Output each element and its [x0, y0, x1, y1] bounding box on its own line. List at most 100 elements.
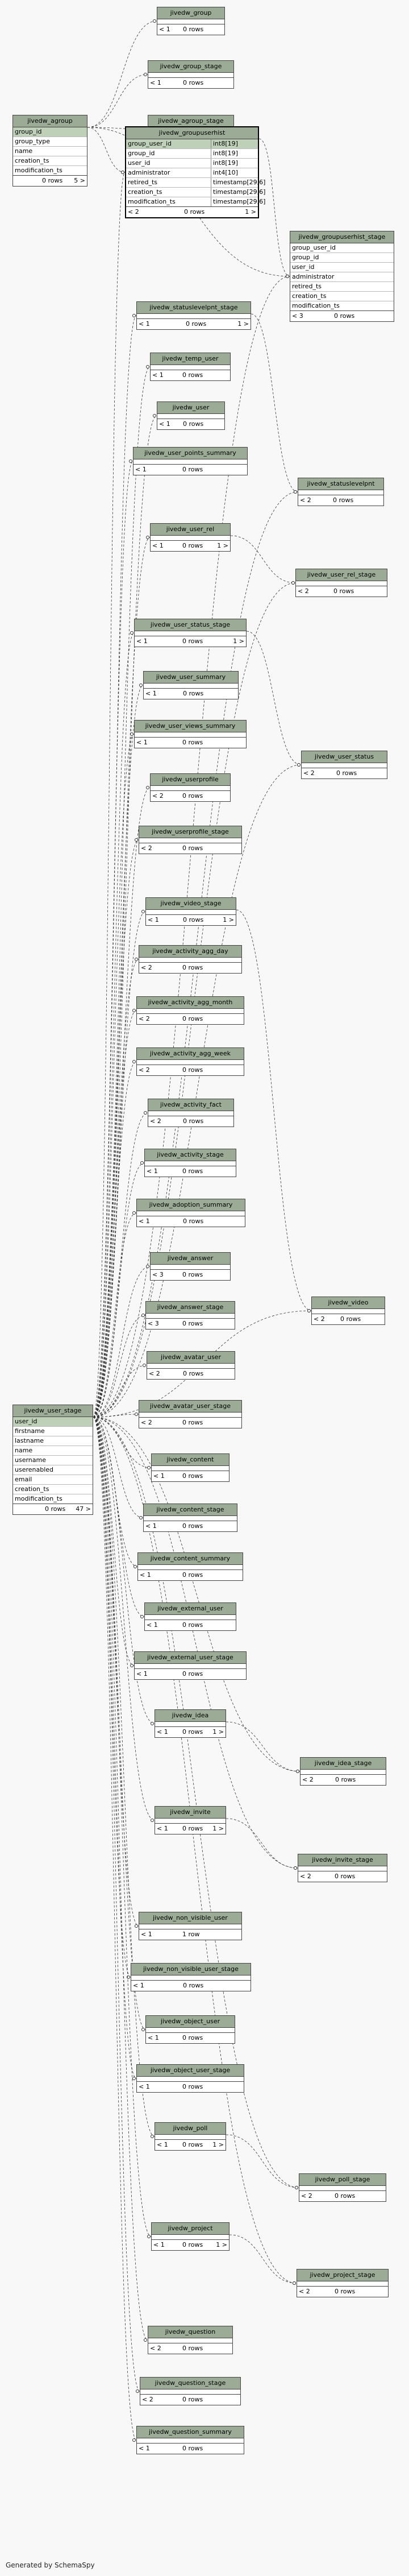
child-count[interactable] — [211, 1472, 227, 1480]
table-header[interactable]: jivedw_content_summary — [138, 1553, 243, 1565]
table-header[interactable]: jivedw_user_rel_stage — [296, 569, 387, 581]
row-count[interactable]: 0 rows — [182, 1571, 203, 1579]
row-count[interactable]: 0 rows — [335, 1873, 356, 1880]
parent-count[interactable]: < 2 — [299, 2288, 310, 2295]
row-count[interactable]: 0 rows — [183, 690, 204, 697]
table-header[interactable]: jivedw_poll — [155, 2123, 226, 2135]
table-header[interactable]: jivedw_idea — [155, 1710, 226, 1722]
row-count[interactable]: 0 rows — [182, 1621, 203, 1629]
row-count[interactable]: 0 rows — [182, 2241, 203, 2248]
parent-count[interactable]: < 1 — [136, 637, 148, 645]
child-count[interactable] — [217, 1320, 233, 1328]
child-count[interactable] — [207, 26, 223, 34]
child-count[interactable]: 1 > — [217, 542, 228, 549]
column-row[interactable]: user_id — [290, 263, 394, 272]
child-count[interactable] — [219, 1522, 235, 1530]
row-count[interactable]: 0 rows — [340, 1315, 361, 1323]
table-header[interactable]: jivedw_group_stage — [148, 61, 233, 73]
child-count[interactable] — [207, 420, 223, 428]
column-row[interactable]: name — [13, 147, 87, 156]
table-header[interactable]: jivedw_user_status — [302, 751, 387, 763]
child-count[interactable] — [220, 690, 236, 698]
child-count[interactable] — [369, 1873, 385, 1881]
child-count[interactable] — [233, 1982, 249, 1990]
parent-count[interactable]: < 1 — [141, 1931, 152, 1938]
row-count[interactable]: 0 rows — [335, 2192, 356, 2200]
column-row[interactable]: creation_ts — [13, 156, 87, 166]
row-count[interactable]: 0 rows — [182, 2083, 203, 2090]
child-count[interactable] — [368, 1776, 384, 1784]
parent-count[interactable]: < 2 — [141, 844, 152, 852]
table-header[interactable]: jivedw_groupuserhist — [126, 127, 258, 139]
table-header[interactable]: jivedw_statuslevelpnt — [298, 478, 383, 490]
row-count[interactable]: 0 rows — [182, 1015, 203, 1022]
parent-count[interactable]: < 1 — [140, 1571, 151, 1579]
child-count[interactable] — [368, 2192, 384, 2200]
column-row[interactable]: retired_ts — [290, 282, 394, 292]
parent-count[interactable]: < 3 — [292, 312, 303, 320]
parent-count[interactable]: < 1 — [152, 542, 164, 549]
row-count[interactable]: 0 rows — [183, 1370, 204, 1377]
child-count[interactable] — [370, 2288, 386, 2296]
row-count[interactable]: 0 rows — [183, 916, 204, 923]
child-count[interactable] — [226, 2445, 242, 2453]
table-header[interactable]: jivedw_temp_user — [151, 353, 230, 365]
row-count[interactable]: 0 rows — [182, 739, 203, 746]
row-count[interactable]: 0 rows — [182, 964, 203, 971]
table-header[interactable]: jivedw_question_stage — [140, 2378, 240, 2389]
child-count[interactable] — [217, 2034, 233, 2042]
parent-count[interactable]: < 1 — [159, 420, 170, 428]
child-count[interactable] — [229, 466, 245, 474]
row-count[interactable]: 0 rows — [182, 1320, 203, 1327]
column-row[interactable]: creation_ts — [13, 1485, 93, 1494]
parent-count[interactable]: < 1 — [136, 1670, 148, 1678]
column-row[interactable]: administrator — [290, 272, 394, 282]
child-count[interactable] — [215, 2345, 231, 2353]
parent-count[interactable]: < 1 — [157, 1728, 168, 1736]
row-count[interactable]: 0 rows — [333, 587, 354, 595]
parent-count[interactable]: < 2 — [314, 1315, 325, 1323]
row-count[interactable]: 0 rows — [42, 177, 63, 184]
table-header[interactable]: jivedw_group — [157, 7, 224, 19]
child-count[interactable] — [228, 1670, 244, 1678]
parent-count[interactable]: < 1 — [139, 2083, 150, 2090]
row-count[interactable]: 0 rows — [182, 792, 203, 800]
parent-count[interactable]: < 1 — [145, 1522, 157, 1530]
table-header[interactable]: jivedw_non_visible_user — [139, 1912, 241, 1924]
row-count[interactable]: 0 rows — [183, 79, 204, 86]
column-row[interactable]: group_type — [13, 137, 87, 147]
parent-count[interactable]: < 2 — [150, 2345, 161, 2352]
column-row[interactable]: modification_ts — [13, 1494, 93, 1504]
parent-count[interactable]: < 1 — [139, 2445, 150, 2452]
row-count[interactable]: 0 rows — [183, 420, 204, 428]
parent-count[interactable]: < 2 — [149, 1370, 160, 1377]
parent-count[interactable]: < 2 — [150, 1117, 161, 1125]
